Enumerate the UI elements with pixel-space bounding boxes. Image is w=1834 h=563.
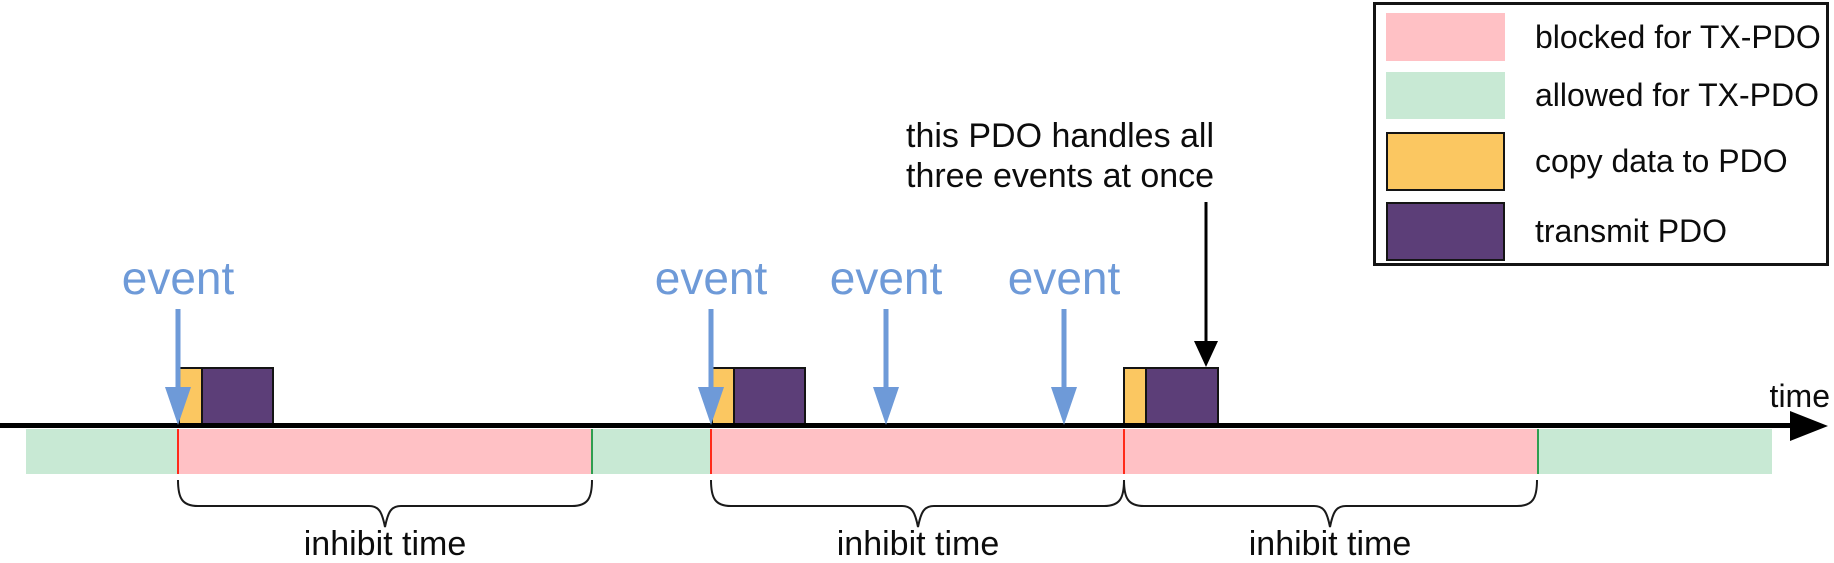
legend-label-transmit: transmit PDO (1535, 213, 1728, 249)
event-label-2: event (654, 252, 768, 304)
transmit-box-3 (1145, 367, 1219, 425)
legend-row-copy: copy data to PDO (1386, 132, 1820, 191)
time-axis-arrowhead-icon (1790, 411, 1828, 441)
transmit-box-2 (733, 367, 806, 425)
legend-label-copy: copy data to PDO (1535, 143, 1788, 179)
inhibit-end-line-1 (591, 429, 593, 474)
copy-data-box-1 (178, 367, 203, 425)
band-allowed-3 (1538, 429, 1772, 474)
copy-data-box-3 (1123, 367, 1147, 425)
band-blocked-1 (178, 429, 592, 474)
event-arrow-4 (1051, 309, 1077, 425)
inhibit-start-line-1 (177, 429, 179, 474)
legend-label-allowed: allowed for TX-PDO (1535, 77, 1819, 113)
legend-swatch-transmit (1386, 202, 1505, 261)
legend-row-transmit: transmit PDO (1386, 202, 1820, 261)
legend-row-blocked: blocked for TX-PDO (1386, 13, 1821, 61)
band-allowed-1 (26, 429, 178, 474)
band-allowed-2 (592, 429, 711, 474)
inhibit-brace-1 (177, 479, 593, 528)
event-arrow-3 (873, 309, 899, 425)
annotation-line-2: three events at once (906, 157, 1215, 195)
annotation-text: this PDO handles all three events at onc… (906, 116, 1214, 196)
legend-box: blocked for TX-PDO allowed for TX-PDO co… (1373, 2, 1829, 266)
time-axis-label: time (1769, 378, 1830, 414)
copy-data-box-2 (711, 367, 735, 425)
inhibit-brace-2 (710, 479, 1125, 528)
event-label-4: event (1007, 252, 1121, 304)
transmit-box-1 (201, 367, 274, 425)
inhibit-start-line-2 (710, 429, 712, 474)
inhibit-end-line-3 (1537, 429, 1539, 474)
legend-row-allowed: allowed for TX-PDO (1386, 72, 1820, 119)
legend-swatch-blocked (1386, 13, 1505, 61)
inhibit-time-label-1: inhibit time (303, 525, 467, 563)
inhibit-brace-3 (1123, 479, 1538, 528)
legend-label-blocked: blocked for TX-PDO (1535, 18, 1821, 55)
annotation-line-1: this PDO handles all (906, 117, 1215, 155)
inhibit-start-line-3 (1123, 429, 1125, 474)
annotation-arrow (1194, 202, 1218, 367)
inhibit-time-label-3: inhibit time (1248, 525, 1412, 563)
inhibit-time-label-2: inhibit time (836, 525, 1000, 563)
legend-swatch-allowed (1386, 72, 1505, 119)
event-label-3: event (829, 252, 943, 304)
legend-swatch-copy (1386, 132, 1505, 191)
event-label-1: event (121, 252, 235, 304)
